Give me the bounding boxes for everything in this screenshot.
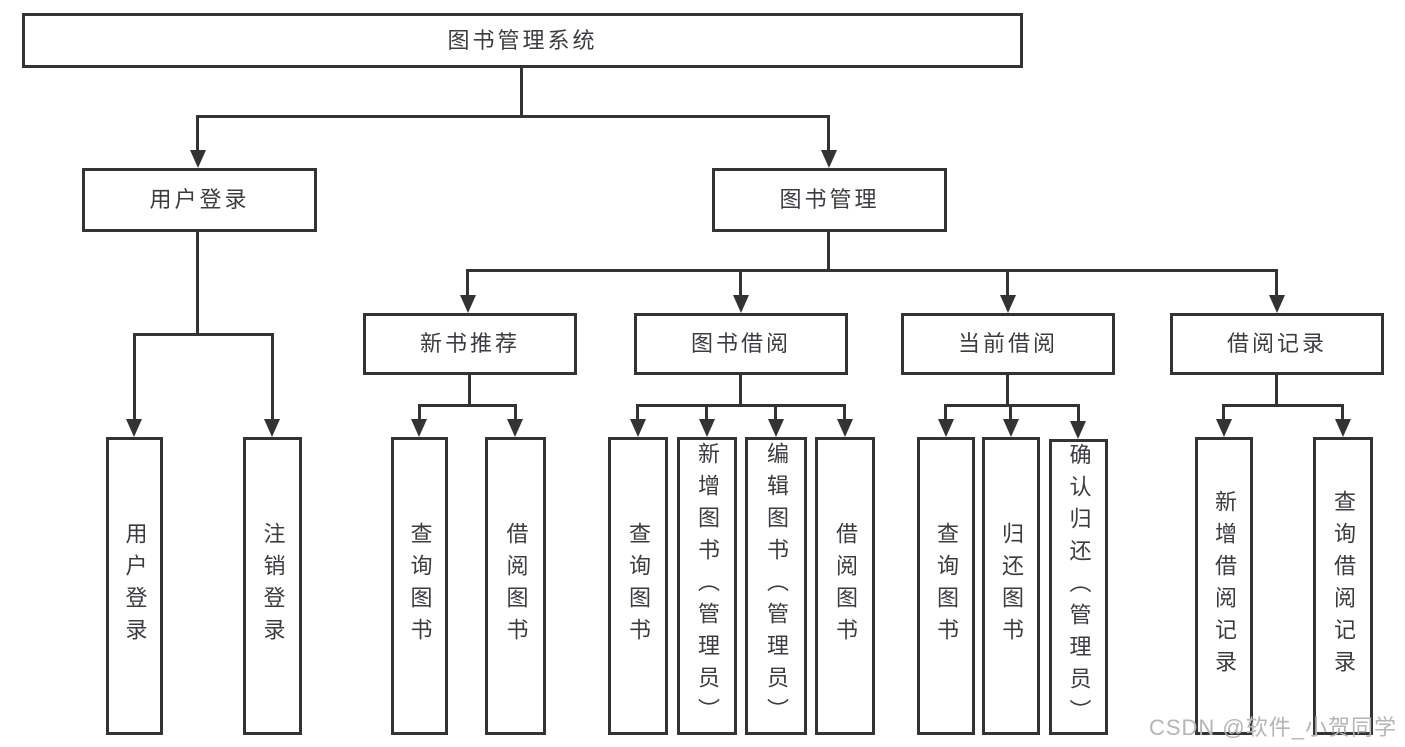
- arrowhead-icon: [1335, 419, 1351, 437]
- arrowhead-icon: [460, 295, 476, 313]
- arrowhead-icon: [837, 419, 853, 437]
- arrowhead-icon: [1269, 295, 1285, 313]
- node-label: 查询图书: [626, 522, 651, 650]
- connector-stem-new-book-recommend: [468, 375, 471, 407]
- node-current-borrowing: 当前借阅: [901, 313, 1115, 375]
- connector-rail-borrowing-records: [1222, 404, 1344, 407]
- node-label: 图书管理系统: [447, 27, 598, 53]
- node-label: 确认归还（管理员）: [1066, 443, 1092, 731]
- connector-stem-book-management: [827, 232, 830, 272]
- node-label: 新书推荐: [419, 331, 520, 356]
- connector-drop: [271, 335, 274, 421]
- node-book-borrowing: 图书借阅: [634, 313, 848, 375]
- arrowhead-icon: [264, 419, 280, 437]
- connector-rail-level3: [466, 269, 1278, 272]
- arrowhead-icon: [768, 419, 784, 437]
- arrowhead-icon: [821, 150, 837, 168]
- leaf-query-borrow-record: 查询借阅记录: [1313, 437, 1373, 735]
- node-new-book-recommend: 新书推荐: [363, 313, 577, 375]
- node-label: 借阅记录: [1226, 331, 1327, 356]
- connector-drop: [466, 270, 469, 298]
- leaf-edit-books-admin: 编辑图书（管理员）: [745, 437, 807, 735]
- leaf-query-books-current: 查询图书: [917, 437, 975, 735]
- connector-stem-root: [520, 68, 523, 118]
- leaf-confirm-return-admin: 确认归还（管理员）: [1049, 439, 1108, 735]
- connector-drop: [944, 405, 947, 421]
- arrowhead-icon: [411, 419, 427, 437]
- leaf-query-books-borrowing: 查询图书: [608, 437, 668, 735]
- node-label: 查询图书: [407, 522, 433, 650]
- node-label: 编辑图书（管理员）: [764, 442, 789, 730]
- connector-drop: [827, 116, 830, 152]
- connector-drop: [418, 405, 421, 421]
- connector-rail-level2: [196, 115, 830, 118]
- connector-stem-borrowing-records: [1275, 375, 1278, 407]
- connector-stem-book-borrowing: [739, 375, 742, 407]
- leaf-query-books-recommend: 查询图书: [391, 437, 448, 735]
- connector-stem-current-borrowing: [1006, 375, 1009, 407]
- arrowhead-icon: [1216, 419, 1232, 437]
- node-borrowing-records: 借阅记录: [1170, 313, 1384, 375]
- connector-rail-book-borrowing: [636, 404, 846, 407]
- connector-drop: [739, 270, 742, 298]
- node-label: 当前借阅: [957, 331, 1058, 356]
- node-label: 用户登录: [149, 187, 250, 212]
- node-label: 借阅图书: [833, 522, 858, 650]
- arrowhead-icon: [1070, 421, 1086, 439]
- connector-drop: [843, 405, 846, 421]
- leaf-add-books-admin: 新增图书（管理员）: [677, 437, 737, 735]
- node-label: 图书借阅: [690, 331, 791, 356]
- connector-drop: [196, 116, 199, 152]
- connector-drop: [705, 405, 708, 421]
- node-label: 借阅图书: [503, 522, 529, 650]
- leaf-borrow-books-borrowing: 借阅图书: [815, 437, 875, 735]
- arrowhead-icon: [507, 419, 523, 437]
- leaf-add-borrow-record: 新增借阅记录: [1195, 437, 1253, 735]
- node-user-login: 用户登录: [82, 168, 317, 232]
- leaf-logout: 注销登录: [243, 437, 302, 735]
- csdn-watermark: CSDN @软件_小贺同学: [1148, 715, 1397, 740]
- connector-drop: [133, 335, 136, 421]
- leaf-user-login: 用户登录: [106, 437, 163, 735]
- connector-drop: [1006, 270, 1009, 298]
- connector-drop: [1275, 270, 1278, 298]
- node-label: 用户登录: [122, 522, 148, 650]
- connector-rail-new-book-recommend: [418, 404, 517, 407]
- connector-drop: [636, 405, 639, 421]
- connector-stem-user-login: [196, 232, 199, 336]
- leaf-return-books: 归还图书: [982, 437, 1040, 735]
- connector-drop: [1341, 405, 1344, 421]
- node-label: 归还图书: [999, 522, 1024, 650]
- arrowhead-icon: [126, 419, 142, 437]
- connector-drop: [514, 405, 517, 421]
- arrowhead-icon: [699, 419, 715, 437]
- node-label: 图书管理: [779, 187, 880, 212]
- node-book-management: 图书管理: [712, 168, 947, 232]
- arrowhead-icon: [190, 150, 206, 168]
- node-label: 新增借阅记录: [1212, 490, 1237, 682]
- node-label: 查询借阅记录: [1331, 490, 1356, 682]
- leaf-borrow-books-recommend: 借阅图书: [485, 437, 546, 735]
- arrowhead-icon: [733, 295, 749, 313]
- connector-drop: [1077, 405, 1080, 421]
- connector-drop: [1222, 405, 1225, 421]
- connector-rail-user-login: [133, 333, 274, 336]
- node-label: 新增图书（管理员）: [695, 442, 720, 730]
- arrowhead-icon: [1003, 419, 1019, 437]
- node-label: 查询图书: [934, 522, 959, 650]
- arrowhead-icon: [1000, 295, 1016, 313]
- connector-drop: [1009, 405, 1012, 421]
- node-label: 注销登录: [260, 522, 286, 650]
- arrowhead-icon: [938, 419, 954, 437]
- connector-rail-current-borrowing: [944, 404, 1080, 407]
- connector-drop: [774, 405, 777, 421]
- arrowhead-icon: [630, 419, 646, 437]
- node-library-system-root: 图书管理系统: [22, 13, 1023, 68]
